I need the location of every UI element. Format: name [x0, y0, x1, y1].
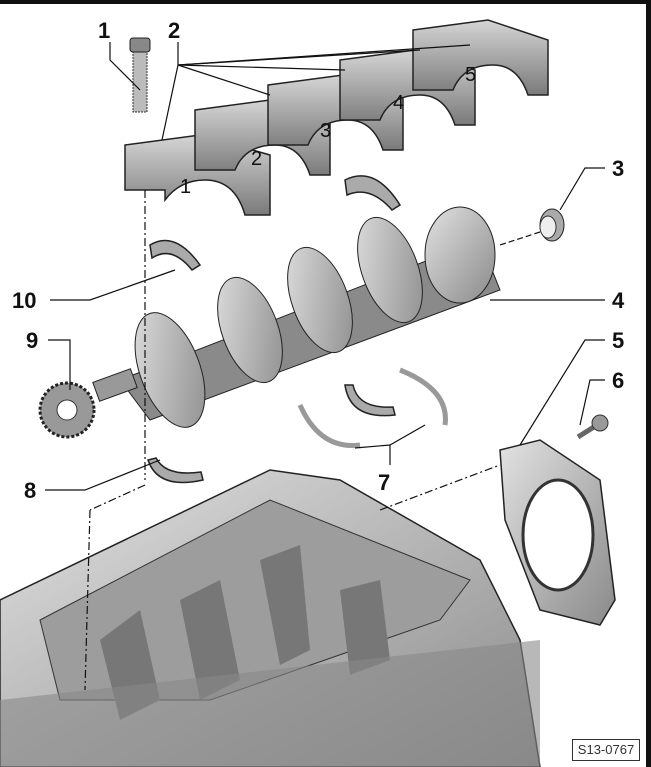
flange-bolt: [576, 414, 609, 440]
callout-3: 3: [612, 156, 624, 181]
bearing-shells: [147, 175, 448, 484]
crankshaft-sprocket: [38, 381, 96, 439]
callout-2: 2: [168, 18, 180, 43]
callout-10: 10: [12, 288, 36, 313]
crankshaft: [92, 206, 501, 428]
callout-8: 8: [24, 478, 36, 503]
sealing-flange: [499, 439, 616, 626]
bearing-cap-bolt: [129, 37, 151, 113]
callout-4: 4: [612, 288, 625, 313]
bearing-caps: [124, 19, 549, 216]
callout-5: 5: [612, 328, 624, 353]
cap-number-3: 3: [320, 120, 331, 142]
callout-7: 7: [378, 470, 390, 495]
callout-6: 6: [612, 368, 624, 393]
cylinder-block: [0, 469, 541, 767]
cap-number-5: 5: [465, 64, 476, 86]
needle-bearing: [539, 208, 565, 242]
cap-number-2: 2: [251, 148, 262, 170]
leader-lines: [45, 42, 605, 691]
cap-number-4: 4: [393, 92, 404, 114]
callout-1: 1: [98, 18, 110, 43]
figure-reference-label: S13-0767: [572, 739, 640, 761]
cap-number-1: 1: [180, 176, 191, 198]
callout-9: 9: [26, 328, 38, 353]
